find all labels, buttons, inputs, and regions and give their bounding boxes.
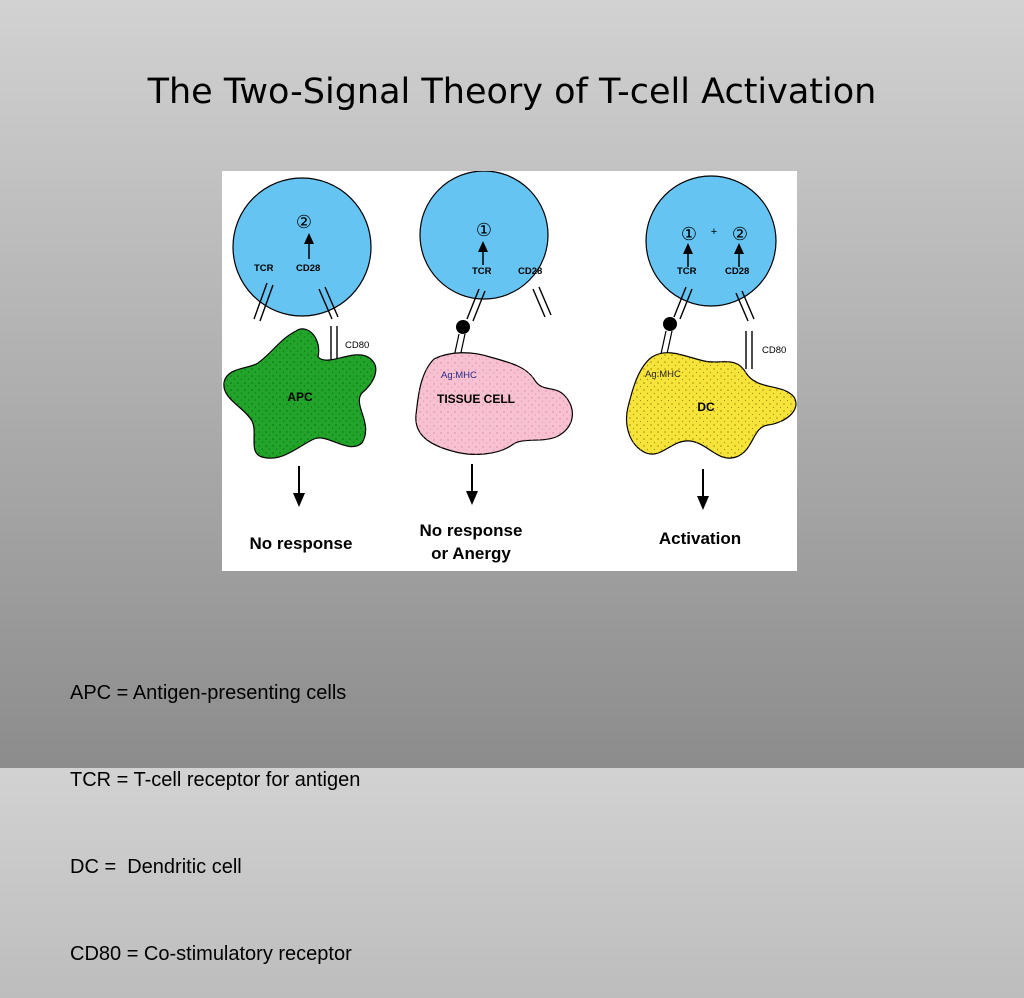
signal-two-marker: ② [296, 212, 312, 233]
panel-dendritic-cell: ① + ② TCR CD28 [625, 175, 797, 548]
cd80-receptor [745, 331, 753, 369]
slide-title: The Two-Signal Theory of T-cell Activati… [147, 72, 877, 112]
cd28-signal-arrow [304, 233, 314, 259]
cd28-receptor [532, 286, 552, 318]
dc-label: DC [697, 400, 715, 414]
outcome-label: No response [250, 534, 353, 553]
legend-cd80: CD80 = Co-stimulatory receptor [70, 943, 352, 965]
signal-one-marker: ① [476, 220, 492, 241]
tissue-cell-texture [415, 352, 573, 455]
legend-dc: DC = Dendritic cell [70, 856, 242, 878]
apc-label: APC [287, 390, 313, 404]
cd28-label: CD28 [296, 263, 320, 274]
apc-cell-texture [223, 328, 376, 459]
outcome-arrow [697, 469, 709, 510]
outcome-label-line-1: No response [420, 521, 523, 540]
t-cell-circle [645, 175, 777, 307]
signal-plus: + [711, 226, 717, 238]
t-cell-circle [232, 177, 372, 317]
diagram-canvas: ② TCR CD28 CD80 APC [223, 171, 797, 563]
cd28-receptor [735, 290, 755, 322]
cd28-label: CD28 [518, 266, 542, 277]
cd28-receptor [318, 286, 339, 320]
outcome-arrow [466, 464, 478, 505]
tcr-receptor [253, 282, 274, 322]
signal-two-marker: ② [732, 224, 748, 245]
legend-tcr: TCR = T-cell receptor for antigen [70, 769, 361, 791]
dendritic-cell-texture [626, 352, 796, 459]
antigen-mhc-dot [456, 320, 470, 334]
tcr-label: TCR [472, 266, 492, 277]
tcr-signal-arrow [478, 241, 488, 265]
tcr-label: TCR [677, 266, 697, 277]
outcome-label-line-2: or Anergy [431, 544, 511, 563]
two-signal-diagram: ② TCR CD28 CD80 APC [222, 171, 797, 571]
outcome-label: Activation [659, 529, 741, 548]
tcr-receptor [466, 288, 486, 322]
panel-apc: ② TCR CD28 CD80 APC [223, 177, 377, 553]
abbreviation-legend: APC = Antigen-presenting cells TCR = T-c… [70, 621, 360, 998]
cd80-label: CD80 [345, 340, 369, 351]
cd80-label: CD80 [762, 345, 786, 356]
ag-mhc-label: Ag:MHC [645, 369, 681, 380]
ag-mhc-label: Ag:MHC [441, 370, 477, 381]
cd28-label: CD28 [725, 266, 749, 277]
legend-apc: APC = Antigen-presenting cells [70, 682, 347, 704]
cd28-signal-arrow [734, 243, 744, 267]
signal-one-marker: ① [681, 224, 697, 245]
panel-tissue-cell: ① TCR CD28 Ag:MHC TISSUE CE [415, 171, 573, 563]
antigen-mhc-dot [663, 317, 677, 331]
tcr-label: TCR [254, 263, 274, 274]
tissue-cell-label: TISSUE CELL [437, 392, 515, 406]
tcr-signal-arrow [683, 243, 693, 267]
tcr-receptor [673, 286, 693, 320]
outcome-arrow [293, 466, 305, 507]
t-cell-circle [419, 171, 549, 300]
